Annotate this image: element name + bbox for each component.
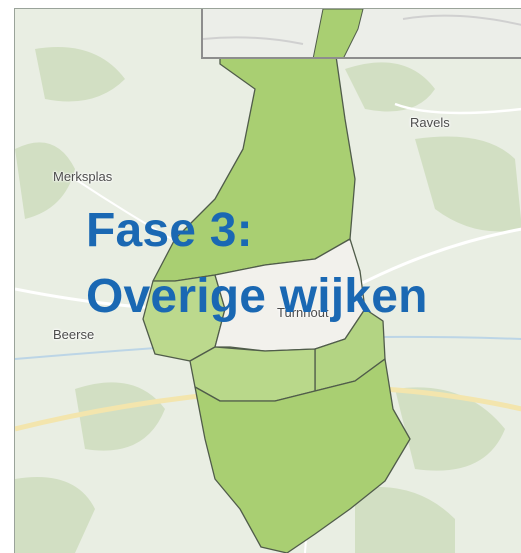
district-southwest [189,346,316,402]
forest-areas [15,47,521,553]
overview-inset [201,9,521,59]
map-view[interactable]: Ravels Merksplas Beerse Turnhout [14,8,521,553]
basemap [15,9,521,553]
place-label-beerse: Beerse [53,327,95,342]
districts [142,9,411,553]
headline-line-1: Fase 3: [86,204,253,257]
place-label-merksplas: Merksplas [53,169,113,184]
place-label-ravels: Ravels [410,115,450,130]
place-label-turnhout: Turnhout [277,305,329,320]
inset-map [203,9,521,57]
district-south [194,358,411,553]
headline-line-2: Overige wijken [86,270,428,323]
phase-headline: Fase 3: Overige wijken [86,200,428,328]
